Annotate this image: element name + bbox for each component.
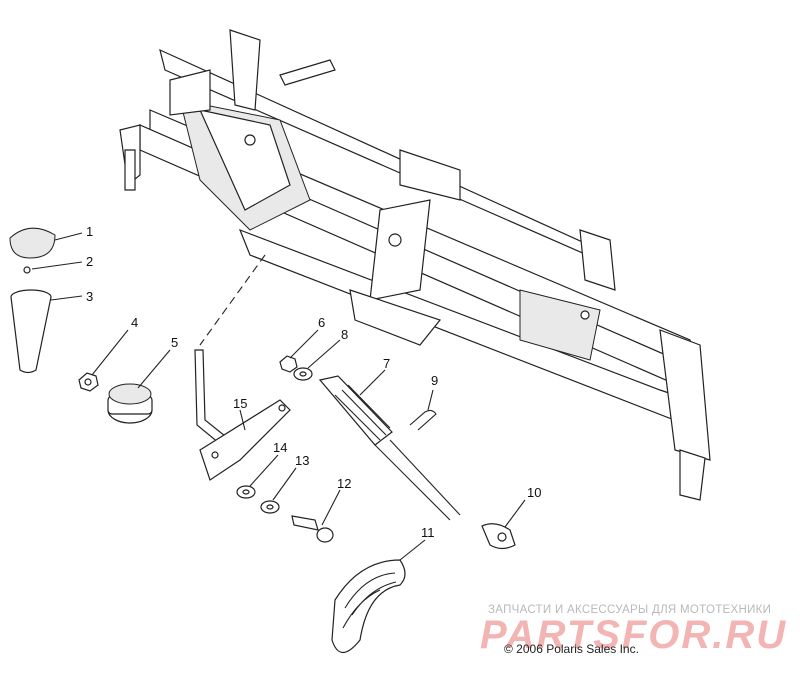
watermark-subtitle: ЗАПЧАСТИ И АКСЕССУАРЫ ДЛЯ МОТОТЕХНИКИ — [488, 604, 772, 616]
callout-8: 8 — [341, 327, 348, 342]
part-13-washer — [260, 500, 280, 514]
callout-15: 15 — [233, 396, 247, 411]
copyright-text: © 2006 Polaris Sales Inc. — [504, 642, 639, 656]
callout-4: 4 — [131, 315, 138, 330]
callout-7: 7 — [383, 356, 390, 371]
part-11-pad — [331, 559, 406, 654]
callout-10: 10 — [527, 485, 541, 500]
part-15-shift-lever — [194, 349, 291, 481]
part-4-nut — [78, 372, 99, 392]
callout-2: 2 — [86, 254, 93, 269]
part-6-nut — [279, 355, 298, 373]
callouts: 1 2 3 4 5 6 7 8 9 10 11 12 13 14 15 — [86, 224, 541, 540]
part-14-washer — [236, 485, 256, 499]
callout-12: 12 — [337, 476, 351, 491]
part-1-cap — [9, 227, 56, 259]
callout-11: 11 — [421, 525, 435, 540]
part-9-clip — [409, 409, 437, 431]
watermark-logo: PARTSFOR.RU — [480, 613, 788, 657]
callout-13: 13 — [295, 453, 309, 468]
callout-5: 5 — [171, 335, 178, 350]
part-5-bushing — [107, 383, 153, 424]
frame-assembly — [119, 29, 711, 501]
part-7-boot — [318, 375, 461, 521]
part-12-bolt — [291, 515, 334, 543]
callout-9: 9 — [431, 373, 438, 388]
part-2-screw — [23, 266, 31, 274]
callout-6: 6 — [318, 315, 325, 330]
part-10-clamp — [481, 523, 516, 550]
leader-lines — [31, 232, 526, 561]
part-8-washer — [293, 367, 313, 381]
part-3-shift-knob — [10, 289, 52, 374]
callout-14: 14 — [273, 440, 287, 455]
callout-3: 3 — [86, 289, 93, 304]
callout-1: 1 — [86, 224, 93, 239]
